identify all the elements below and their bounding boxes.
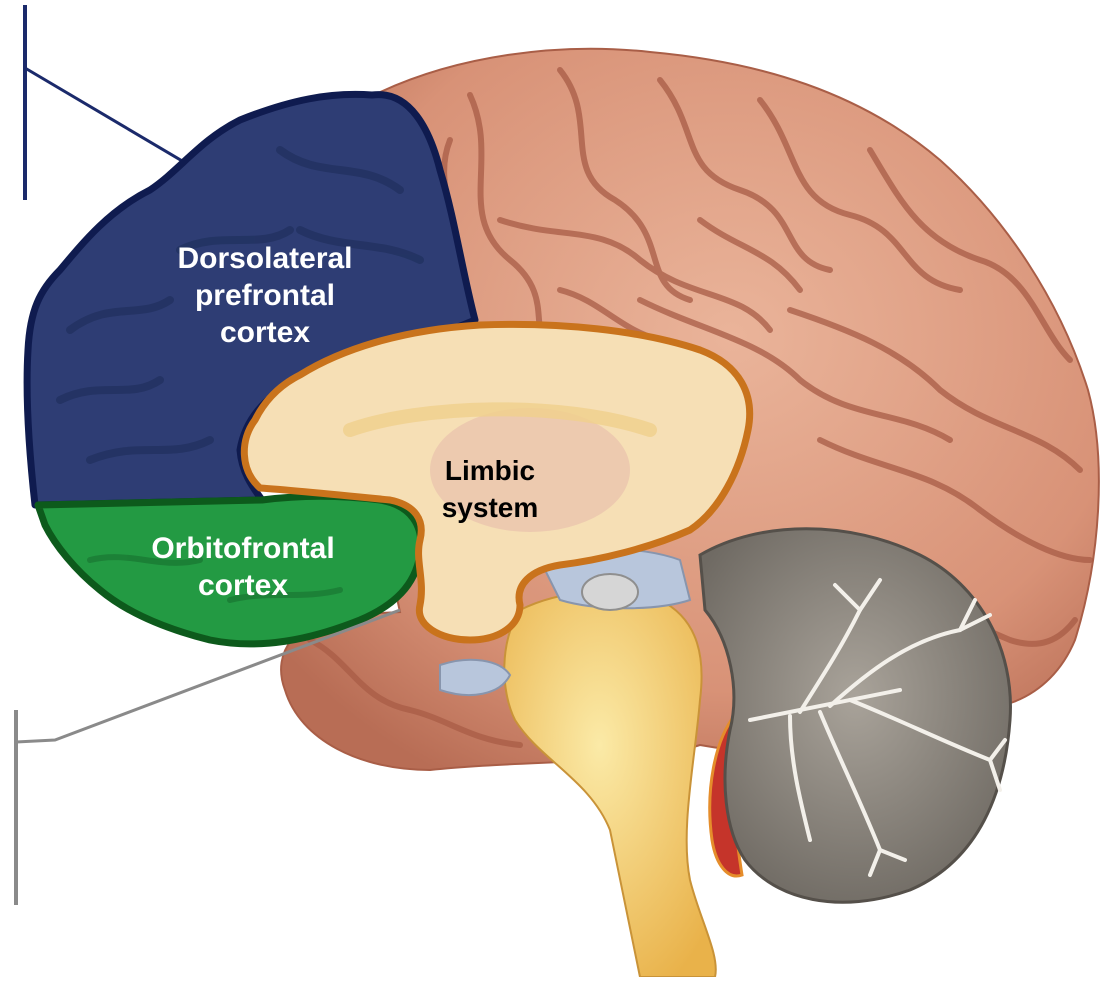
dorsolateral-prefrontal-cortex-label: Dorsolateral prefrontal cortex xyxy=(140,240,390,351)
pineal-body xyxy=(582,574,638,610)
brainstem xyxy=(504,591,715,977)
orbitofrontal-cortex-label: Orbitofrontal cortex xyxy=(118,530,368,604)
limbic-system-label: Limbic system xyxy=(415,452,565,526)
